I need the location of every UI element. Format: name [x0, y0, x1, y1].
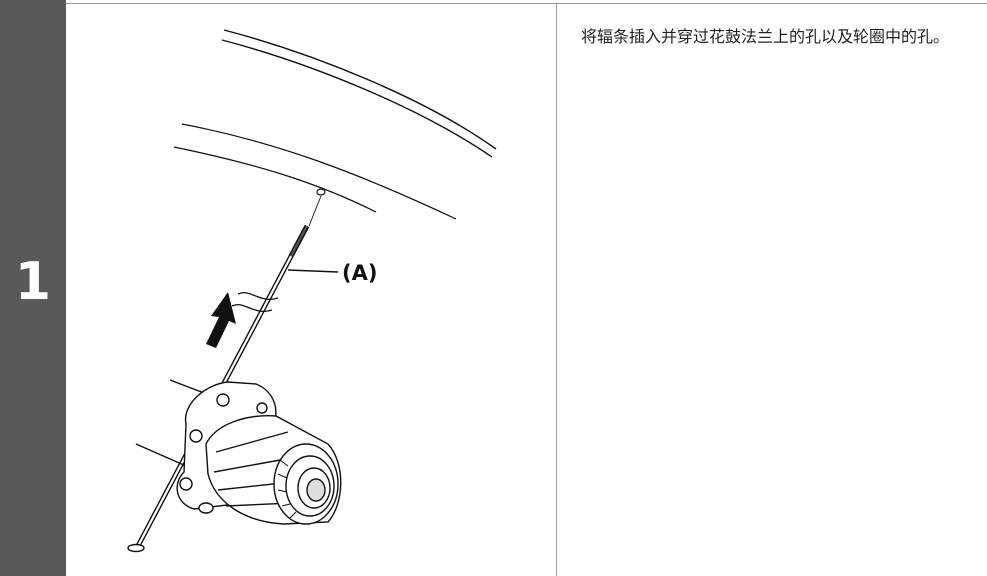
spoke-head — [127, 543, 145, 553]
illustration-svg: (A) — [127, 29, 497, 553]
up-arrow-icon — [206, 292, 236, 348]
instruction-text: 将辐条插入并穿过花鼓法兰上的孔以及轮圈中的孔。 — [581, 27, 950, 46]
step-number: 1 — [14, 252, 52, 312]
callout-leader — [287, 269, 339, 273]
step-bar: 1 — [0, 0, 66, 576]
top-rule — [66, 3, 987, 4]
column-divider — [556, 3, 557, 576]
spoke-break-mark — [231, 292, 279, 312]
rim-hole — [316, 188, 326, 196]
spoke-insertion-illustration: (A) — [66, 4, 556, 576]
guide-line — [308, 195, 322, 227]
callout-label-a: (A) — [342, 261, 377, 285]
hub — [135, 379, 342, 525]
rim-outer-edge — [221, 29, 497, 158]
rim-inner-edge — [173, 123, 457, 220]
